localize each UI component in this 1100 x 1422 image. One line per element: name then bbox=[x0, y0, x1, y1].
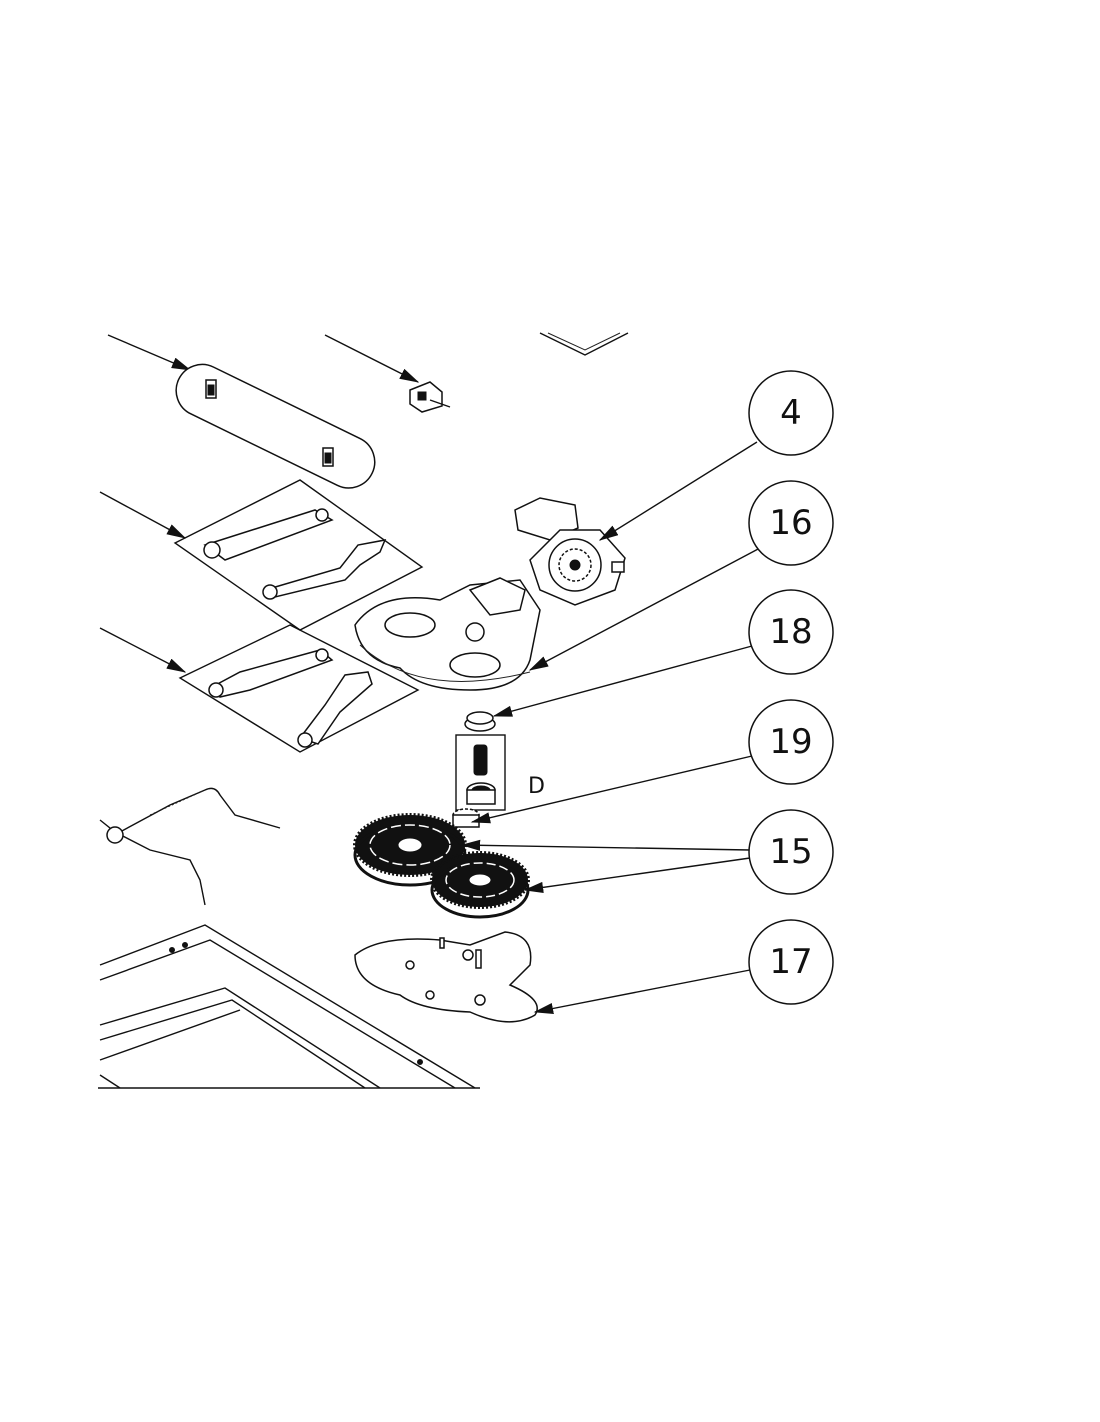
svg-text:17: 17 bbox=[769, 942, 812, 982]
arm-plate-1 bbox=[173, 479, 424, 631]
detail-label: D bbox=[528, 774, 545, 799]
connector-part bbox=[409, 381, 451, 413]
fastener-icon bbox=[205, 379, 217, 399]
svg-text:18: 18 bbox=[769, 612, 812, 652]
fastener-icon bbox=[322, 447, 334, 467]
leader-arrows-left bbox=[99, 334, 420, 673]
frame-part bbox=[98, 924, 480, 1089]
svg-text:4: 4 bbox=[780, 393, 802, 433]
pinion-gear-part bbox=[452, 808, 480, 828]
callout-leaders bbox=[460, 441, 761, 1015]
svg-text:15: 15 bbox=[769, 832, 812, 872]
svg-text:19: 19 bbox=[769, 722, 812, 762]
callout-19: 19 bbox=[748, 699, 834, 785]
svg-text:16: 16 bbox=[769, 503, 812, 543]
fastener-pill-group bbox=[175, 363, 376, 489]
top-plate-fragment bbox=[539, 332, 629, 356]
callout-16: 16 bbox=[748, 480, 834, 566]
callout-17: 17 bbox=[748, 919, 834, 1005]
rod-wire-part bbox=[99, 787, 281, 906]
detail-d-box bbox=[455, 734, 506, 811]
callout-4: 4 bbox=[748, 370, 834, 456]
callout-18: 18 bbox=[748, 589, 834, 675]
spring-part bbox=[464, 711, 496, 732]
arm-plate-2 bbox=[178, 624, 420, 753]
callout-15: 15 bbox=[748, 809, 834, 895]
gear-part-2 bbox=[430, 851, 530, 919]
motor-part bbox=[514, 497, 626, 606]
base-plate-part bbox=[354, 931, 538, 1023]
housing-cover-part bbox=[354, 577, 541, 691]
